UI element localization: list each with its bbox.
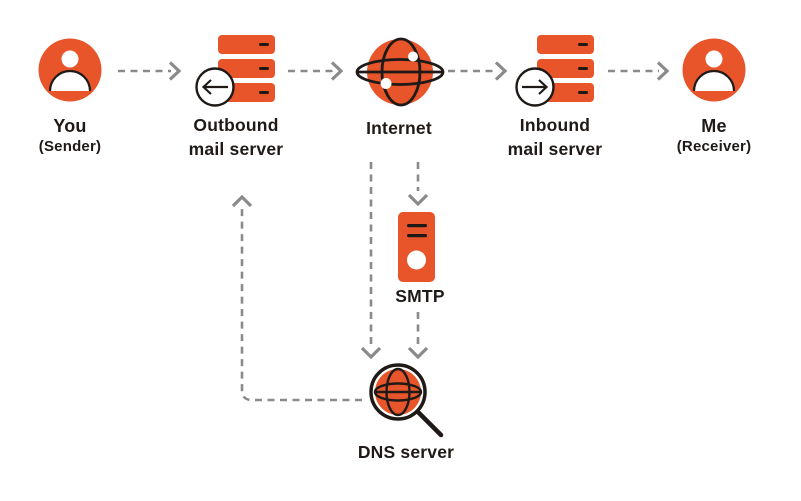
arrowhead-down-icon: [360, 346, 382, 360]
you-label: You: [53, 116, 87, 136]
arrowhead-down-icon: [407, 193, 429, 207]
connector-inbound-to-me: [608, 61, 670, 81]
smtp-label: SMTP: [395, 286, 445, 306]
you-sublabel: (Sender): [38, 138, 102, 155]
arrowhead-right-icon: [330, 61, 344, 81]
arrow-left-icon: [201, 79, 228, 95]
me-label: Me: [701, 116, 727, 136]
connector-you-to-outbound: [118, 61, 182, 81]
connector-internet-to-inbound: [448, 61, 508, 81]
connector-smtp-to-dns: [407, 312, 429, 360]
inbound-label-line1: Inbound: [519, 115, 591, 135]
user-icon: [682, 38, 746, 102]
arrowhead-down-icon: [407, 346, 429, 360]
outbound-label-line2: mail server: [188, 139, 284, 159]
outbound-label-line1: Outbound: [193, 115, 279, 135]
arrow-right-icon: [522, 79, 549, 95]
inbound-label-line2: mail server: [507, 139, 603, 159]
inbound-server-label: Inbound mail server: [485, 113, 625, 161]
arrowhead-right-icon: [656, 61, 670, 81]
connector-dns-to-outbound: [231, 194, 362, 402]
magnifier-handle: [415, 409, 444, 438]
arrowhead-right-icon: [494, 61, 508, 81]
connector-outbound-to-internet: [288, 61, 344, 81]
user-icon: [38, 38, 102, 102]
internet-globe-icon: [355, 37, 445, 107]
connector-internet-to-smtp: [407, 162, 429, 207]
outbound-server-label: Outbound mail server: [166, 113, 306, 161]
internet-label: Internet: [366, 118, 432, 138]
dns-server-label: DNS server: [357, 442, 455, 462]
tower-server-icon: [398, 212, 435, 282]
me-sublabel: (Receiver): [676, 138, 752, 155]
outbound-mail-server-icon: [195, 35, 275, 107]
arrowhead-right-icon: [168, 61, 182, 81]
connector-internet-to-dns: [360, 162, 382, 360]
inbound-mail-server-icon: [515, 35, 594, 107]
dns-globe-magnifier-icon: [369, 363, 444, 438]
arrowhead-up-icon: [231, 194, 253, 208]
